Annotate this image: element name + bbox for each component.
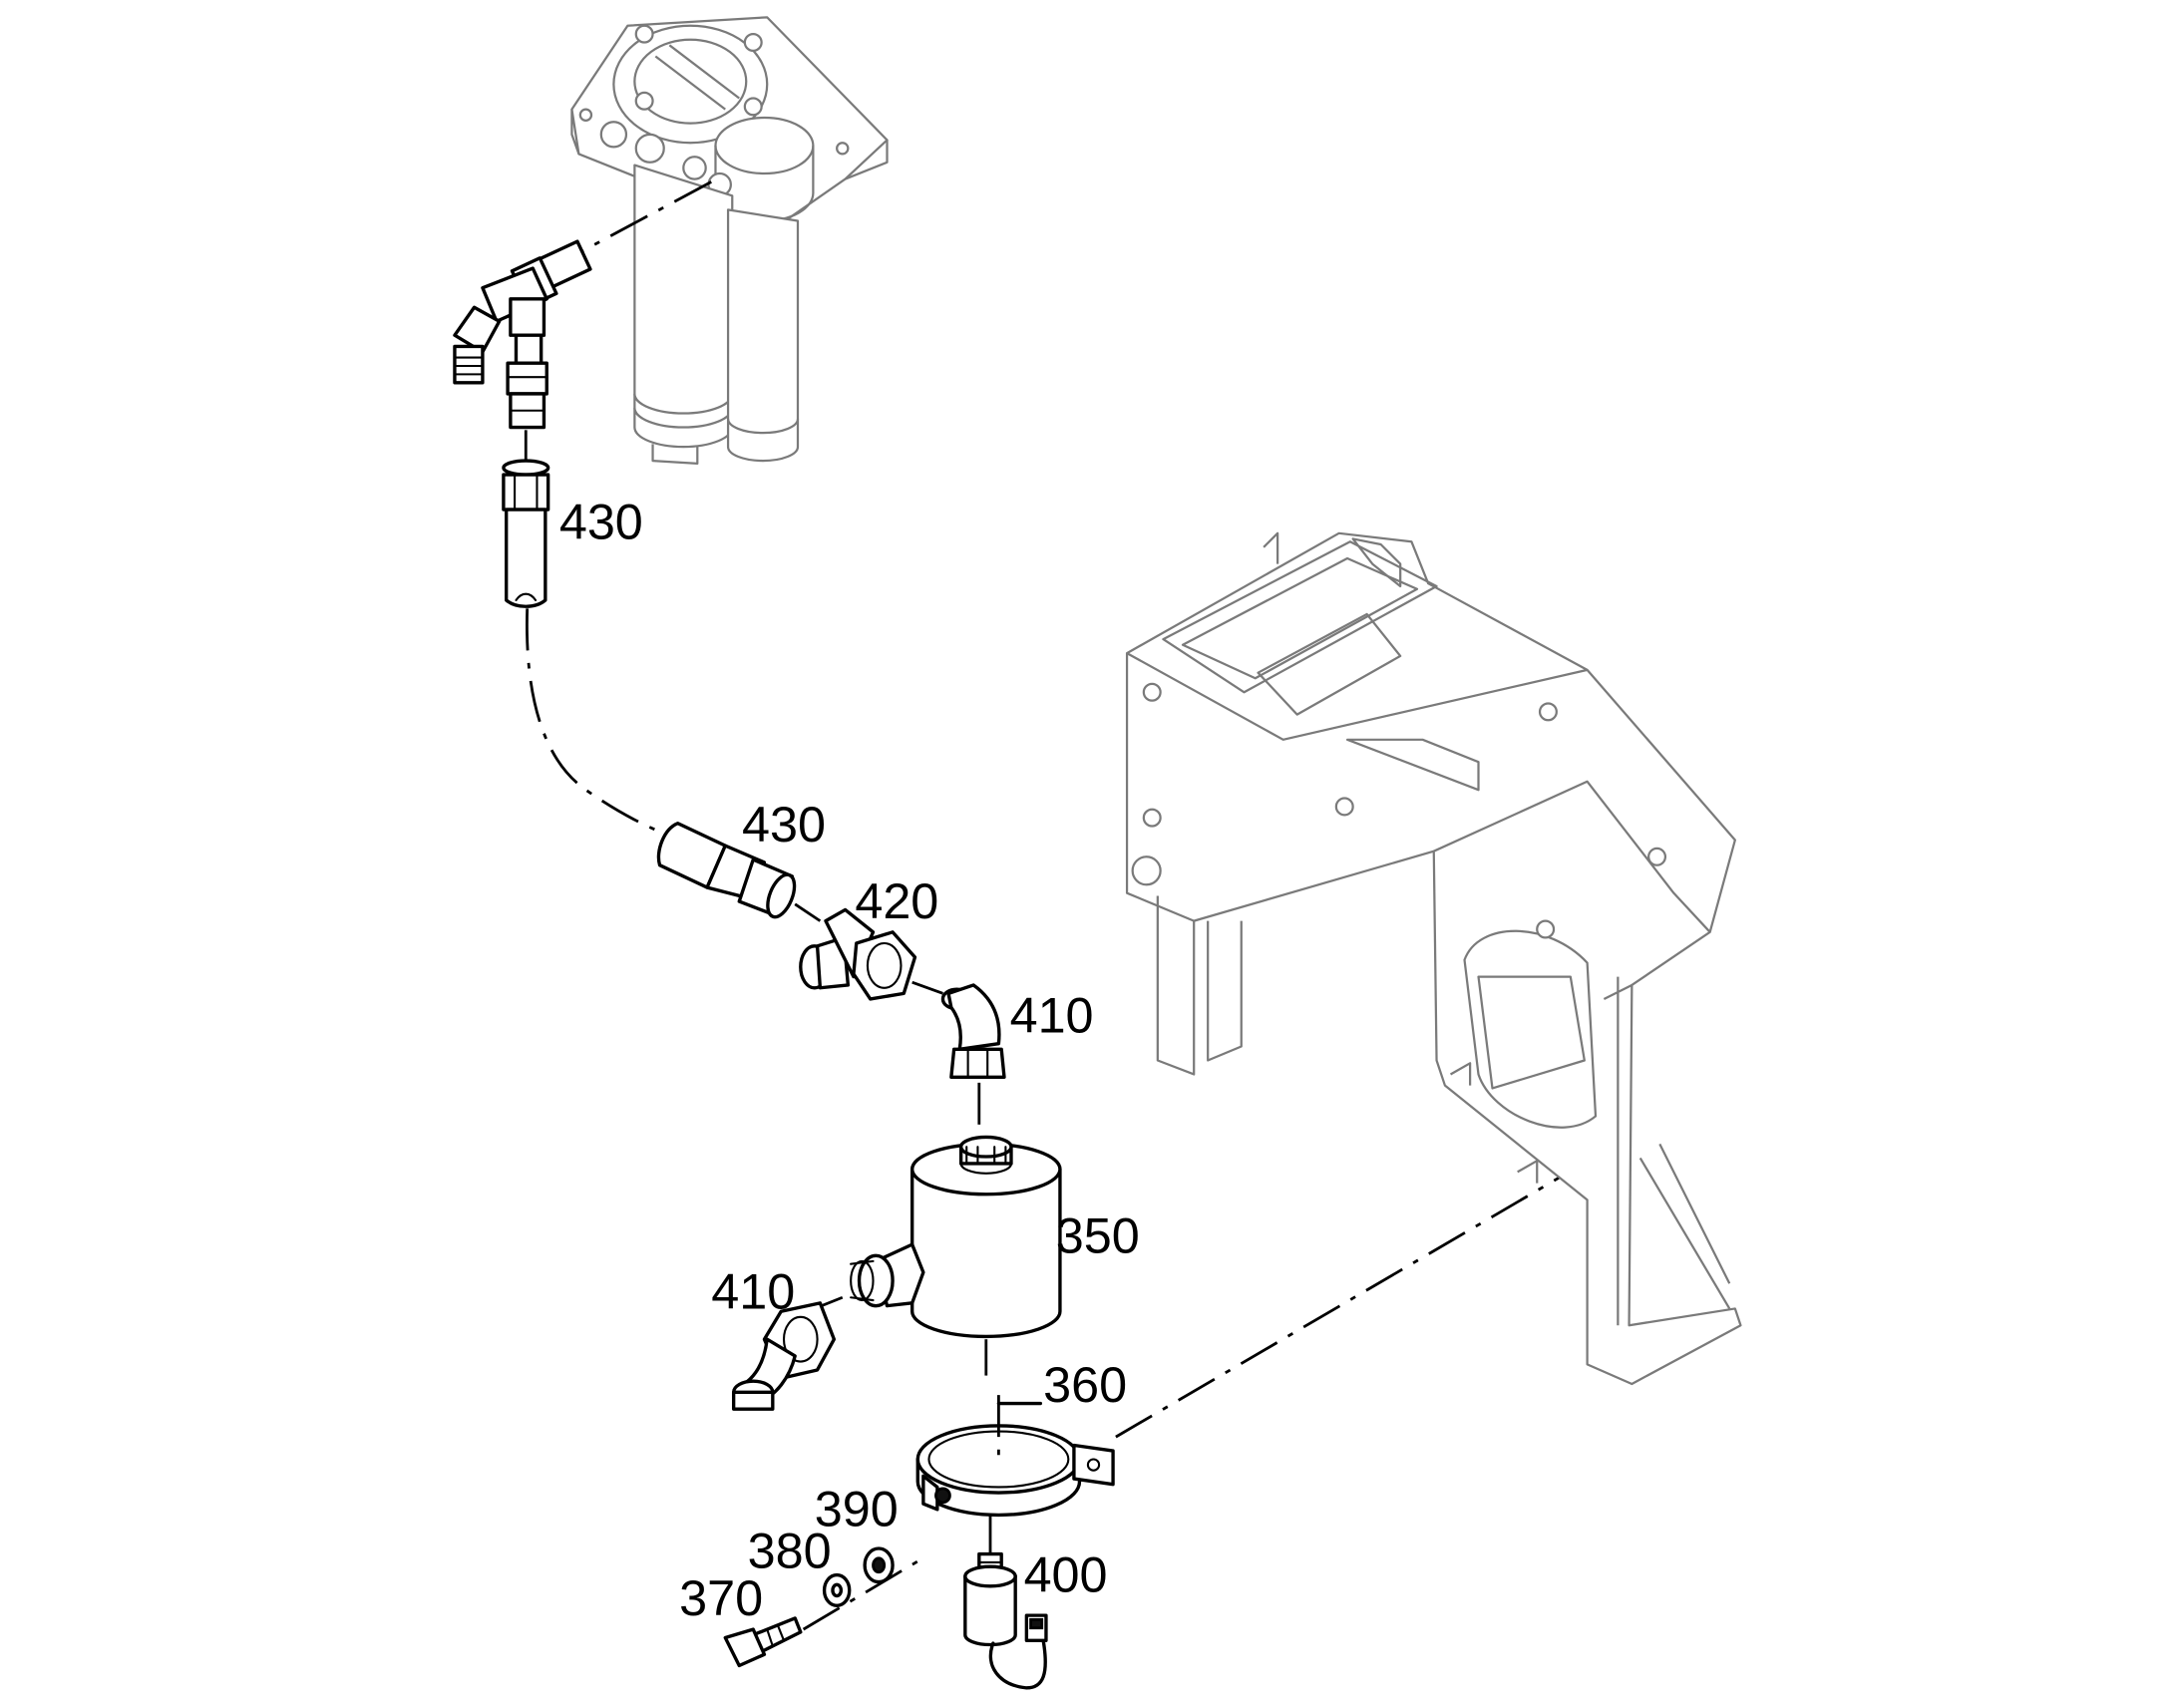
- elbow-fitting-410-upper: [940, 983, 1006, 1134]
- sensor-400: [963, 1515, 1048, 1690]
- tee-adapter-group: [453, 180, 712, 430]
- filter-housing-assembly: [570, 16, 889, 466]
- inline-filter-350: [814, 1135, 1062, 1376]
- callout-350: 350: [1056, 1206, 1140, 1263]
- bolt-and-washers: [723, 1546, 921, 1668]
- callout-430-lower: 430: [742, 796, 826, 853]
- hose-430-lower: [656, 822, 822, 922]
- callout-420: 420: [855, 872, 938, 929]
- callout-430-upper: 430: [559, 493, 643, 549]
- callout-labels: 430 430 420 410 350 410 360 390 380 370 …: [559, 493, 1140, 1626]
- callout-410-upper: 410: [1010, 987, 1094, 1044]
- mounting-bracket-frame: [1125, 531, 1742, 1386]
- mounting-clamp-360: [915, 1176, 1561, 1518]
- callout-360: 360: [1043, 1356, 1127, 1413]
- elbow-fitting-410-lower: [731, 1301, 837, 1411]
- callout-370: 370: [679, 1569, 763, 1626]
- elbow-fitting-420: [799, 907, 943, 1001]
- hose-430-upper: [502, 430, 668, 837]
- callout-390: 390: [815, 1481, 899, 1537]
- callout-380: 380: [748, 1523, 832, 1579]
- callout-410-lower: 410: [711, 1262, 795, 1319]
- callout-400: 400: [1024, 1545, 1108, 1602]
